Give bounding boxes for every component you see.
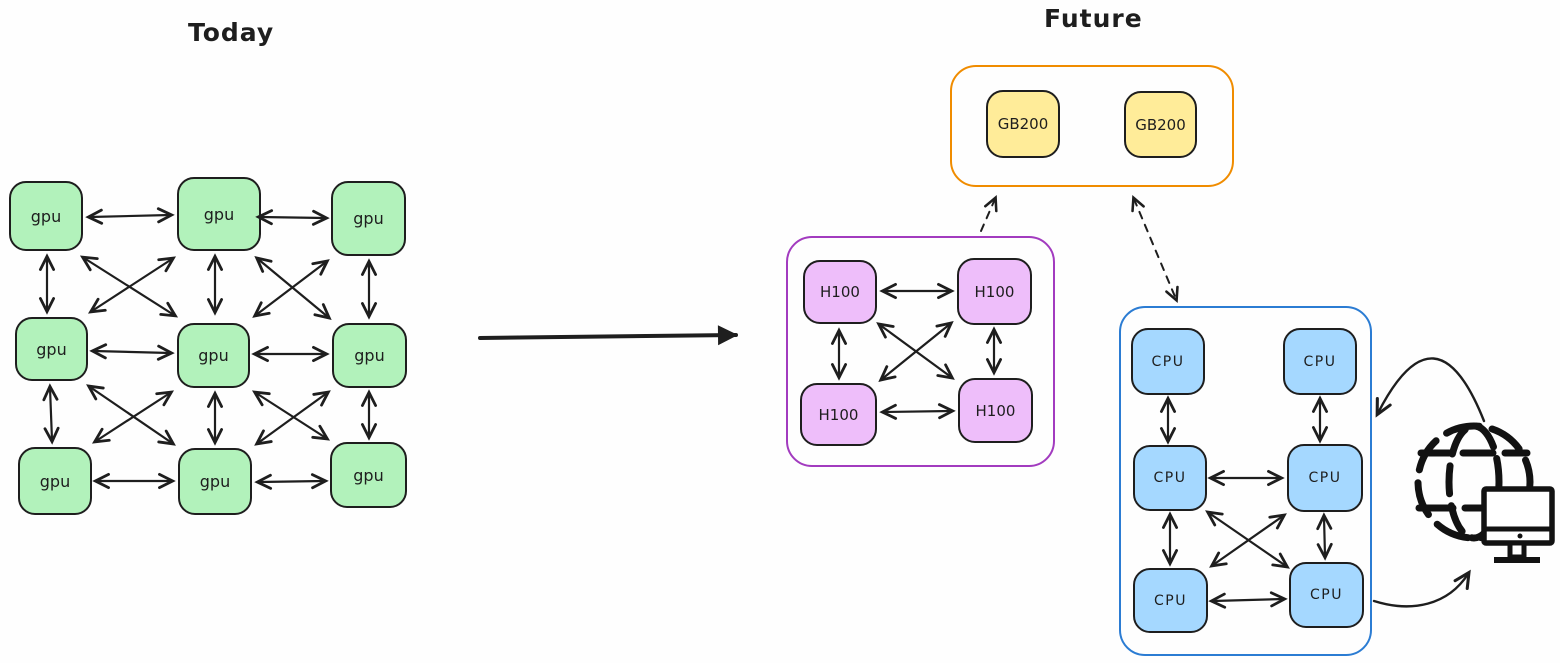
gpu-node-r1c2: gpu bbox=[177, 177, 261, 251]
h100-node-bl: H100 bbox=[800, 383, 877, 446]
cpu-node-r2r: CPU bbox=[1287, 444, 1363, 512]
h100-cluster-container bbox=[786, 236, 1055, 467]
cpu-node-r1r: CPU bbox=[1283, 328, 1357, 395]
gb200-to-cpu-dashed-arrow bbox=[1131, 194, 1179, 304]
gpu-node-r3c1: gpu bbox=[18, 447, 92, 515]
transition-arrow bbox=[478, 325, 738, 346]
h100-node-br: H100 bbox=[958, 378, 1033, 443]
gb200-node-2: GB200 bbox=[1124, 91, 1197, 158]
gpu-node-r1c3: gpu bbox=[331, 181, 406, 256]
cpu-node-r2l: CPU bbox=[1133, 445, 1207, 511]
today-title: Today bbox=[188, 18, 275, 47]
cpu-node-r1l: CPU bbox=[1131, 328, 1205, 395]
gpu-node-r2c3: gpu bbox=[332, 323, 407, 388]
computer-monitor-icon bbox=[1481, 486, 1555, 563]
h100-node-tl: H100 bbox=[803, 260, 877, 324]
gpu-node-r3c2: gpu bbox=[178, 448, 252, 515]
gpu-node-r3c3: gpu bbox=[330, 442, 407, 508]
h100-to-gb200-dashed-arrow bbox=[980, 195, 998, 232]
internet-to-cpu-curved-arrow bbox=[1375, 357, 1486, 423]
cpu-cluster-container bbox=[1119, 306, 1372, 656]
gpu-node-r2c1: gpu bbox=[15, 317, 88, 381]
cpu-node-r3l: CPU bbox=[1133, 568, 1208, 633]
globe-icon bbox=[1414, 422, 1534, 542]
gb200-cluster-container bbox=[950, 65, 1234, 187]
h100-node-tr: H100 bbox=[957, 258, 1032, 325]
gpu-node-r2c2: gpu bbox=[177, 323, 250, 388]
gb200-node-1: GB200 bbox=[986, 90, 1060, 158]
gpu-node-r1c1: gpu bbox=[9, 181, 83, 251]
future-title: Future bbox=[1044, 4, 1143, 33]
cpu-to-internet-curved-arrow bbox=[1372, 569, 1471, 608]
cpu-node-r3r: CPU bbox=[1289, 562, 1364, 628]
